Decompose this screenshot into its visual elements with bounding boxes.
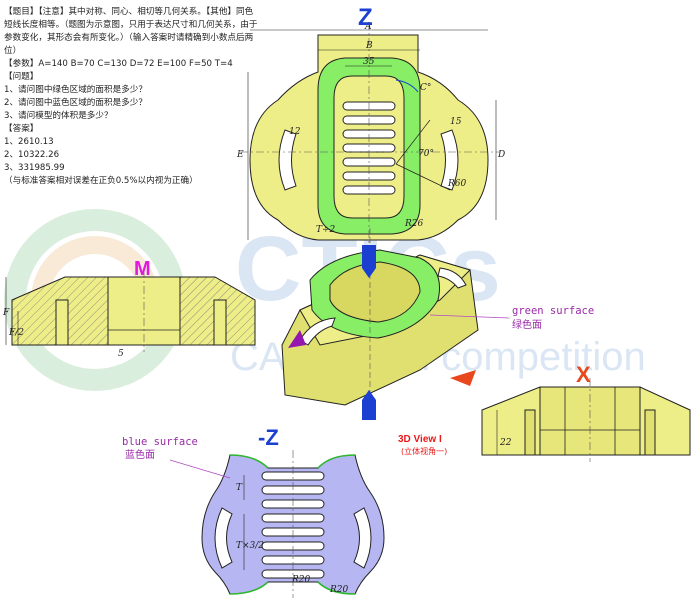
iso-right-slot: [437, 267, 467, 289]
problem-line-2: 短线长度相等。（题图为示意图，只用于表达尺寸和几何关系，由于: [4, 20, 258, 30]
params-line: 【参数】A=140 B=70 C=130 D=72 E=100 F=50 T=4: [4, 59, 233, 69]
tolerance-note: （与标准答案相对误差在正负0.5%以内视为正确）: [4, 176, 198, 186]
label-top-z: Z: [358, 4, 373, 31]
left-arc-slot: [278, 129, 297, 191]
dim-T: T: [236, 483, 243, 493]
dim-R60: R60: [447, 179, 467, 189]
question-3: 3、请问模型的体积是多少？: [4, 111, 113, 121]
view3d-title: 3D View I: [398, 434, 442, 445]
view-3d: [281, 228, 511, 420]
dim-F-half: F/2: [8, 328, 24, 338]
arrow-z-top-icon: [362, 245, 376, 278]
dim-R20-a: R20: [291, 575, 311, 585]
problem-line-3: 参数变化，其形态会有所变化。）（输入答案时请精确到小数点后两: [4, 33, 254, 43]
top-view: [240, 22, 500, 250]
side-view: [481, 378, 691, 462]
label-side-x: X: [576, 362, 591, 387]
dim-A: A: [364, 22, 372, 32]
answer-2: 2、10322.26: [4, 150, 60, 160]
blue-surface-cn: 蓝色面: [125, 448, 155, 461]
answers-header: 【答案】: [4, 124, 39, 134]
bottom-view: [169, 450, 385, 598]
label-bottom-z: -Z: [258, 425, 279, 450]
green-surface-en: green surface: [512, 305, 594, 317]
dim-C: C°: [420, 83, 431, 93]
dim-35: 35: [363, 57, 375, 67]
label-section-m: M: [134, 258, 151, 280]
question-2: 2、请问图中蓝色区域的面积是多少？: [4, 98, 147, 108]
section-view: [5, 270, 256, 352]
watermark-logo-arc: [31, 236, 159, 301]
problem-line-1: 【题目】【注意】其中对称、同心、相切等几何关系。【其他】同色: [4, 7, 254, 17]
dim-5: 5: [118, 349, 124, 359]
top-view-dims: A B 35 C° 12 15 70° D E R60 R26 T÷2: [236, 22, 505, 235]
dim-T-three-half: T×3/2: [236, 541, 264, 551]
arrow-m-icon: [288, 330, 306, 348]
dim-F: F: [2, 308, 10, 318]
iso-left-slot: [299, 317, 336, 346]
dim-15: 15: [450, 117, 462, 127]
dim-R26: R26: [404, 219, 424, 229]
questions-header: 【问题】: [4, 72, 39, 82]
arrow-x-icon: [450, 370, 476, 386]
view3d-subtitle: (立体视角一): [401, 446, 447, 456]
answer-1: 1、2610.13: [4, 137, 54, 147]
bottom-left-slot: [214, 507, 233, 569]
blue-surface-en: blue surface: [122, 436, 198, 448]
problem-text: 【题目】【注意】其中对称、同心、相切等几何关系。【其他】同色 短线长度相等。（题…: [4, 6, 274, 188]
bottom-right-slot: [353, 507, 372, 569]
answer-3: 3、331985.99: [4, 163, 65, 173]
dim-R20-b: R20: [329, 585, 349, 595]
dim-B: B: [365, 41, 373, 51]
problem-line-4: 位）: [4, 46, 22, 56]
dim-T-half: T÷2: [316, 225, 336, 235]
dim-70: 70°: [418, 149, 434, 159]
dim-D: D: [497, 150, 505, 160]
dim-E: E: [236, 150, 244, 160]
dim-22: 22: [499, 438, 512, 448]
dim-12: 12: [289, 127, 301, 137]
question-1: 1、请问图中绿色区域的面积是多少？: [4, 85, 147, 95]
arrow-z-bottom-icon: [362, 390, 376, 420]
green-surface-cn: 绿色面: [512, 318, 542, 331]
slot-grid: [342, 101, 396, 195]
